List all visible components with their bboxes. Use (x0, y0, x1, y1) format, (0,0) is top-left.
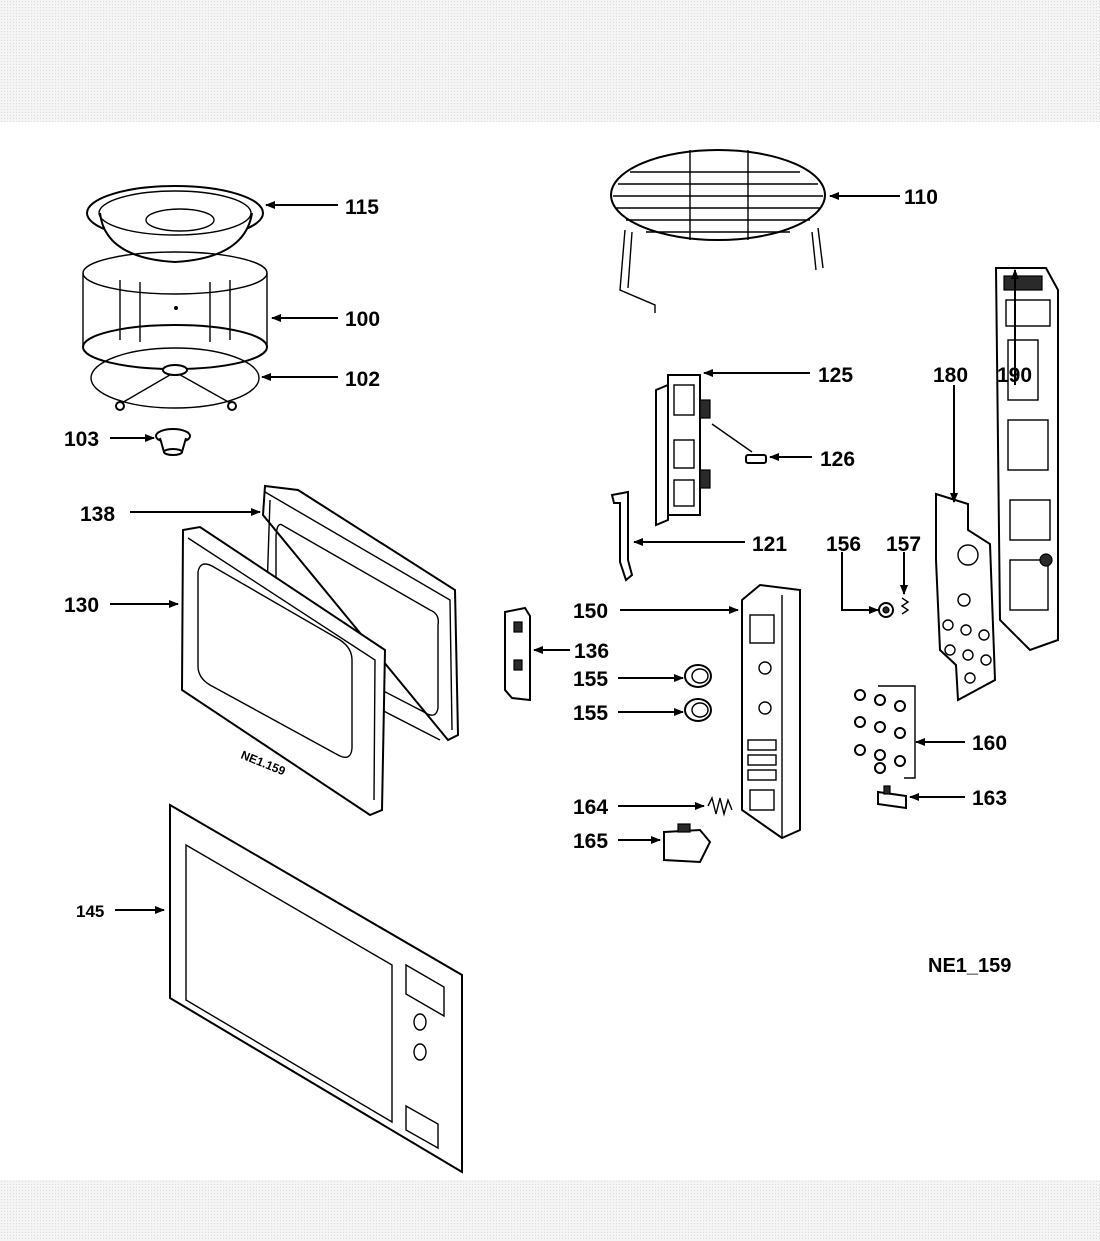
door-inner-frame-138 (261, 484, 460, 742)
callout-125: 125 (818, 364, 853, 387)
callout-156: 156 (826, 533, 861, 556)
leader-lines (110, 192, 1019, 914)
spring-164 (707, 795, 733, 817)
top-screen-band (0, 0, 1100, 122)
grill-rack-110 (610, 149, 826, 313)
knob-155-lower (684, 698, 712, 722)
fuse-126 (711, 423, 767, 464)
callout-164: 164 (573, 796, 608, 819)
callout-157: 157 (886, 533, 921, 556)
door-outer-panel-130: NE1.159 (180, 525, 387, 817)
callout-115: 115 (345, 196, 379, 219)
knob-155-upper (684, 664, 712, 688)
bottom-screen-band (0, 1180, 1100, 1241)
callout-100: 100 (345, 308, 380, 331)
callout-150: 150 (573, 600, 608, 623)
control-panel-150 (741, 583, 801, 840)
front-decor-frame-145 (169, 803, 463, 1174)
callout-138: 138 (80, 503, 115, 526)
callout-130: 130 (64, 594, 99, 617)
roller-support-102 (90, 347, 260, 411)
callout-110: 110 (904, 186, 938, 209)
control-pcb-180 (935, 492, 997, 702)
latch-lever-121 (610, 490, 634, 582)
callout-155-lower: 155 (573, 702, 608, 725)
callout-126: 126 (820, 448, 855, 471)
roller-ring-100 (82, 251, 268, 370)
push-buttons-160 (854, 685, 916, 779)
callout-labels: 115 110 100 102 103 125 180 190 126 138 … (64, 186, 1032, 977)
coupler-103 (155, 428, 191, 456)
callout-145: 145 (76, 902, 104, 921)
callout-165: 165 (573, 830, 608, 853)
callout-102: 102 (345, 368, 380, 391)
main-pcb-190 (994, 267, 1059, 652)
callout-121: 121 (752, 533, 787, 556)
switch-bracket-125 (655, 374, 711, 527)
callout-160: 160 (972, 732, 1007, 755)
callout-103: 103 (64, 428, 99, 451)
callout-180: 180 (933, 364, 968, 387)
turntable-tray-115 (86, 185, 264, 264)
callout-163: 163 (972, 787, 1007, 810)
release-button-165 (663, 823, 712, 864)
callout-136: 136 (574, 640, 609, 663)
latch-block-136 (504, 606, 531, 702)
callout-190: 190 (997, 364, 1032, 387)
actuator-163 (877, 785, 907, 810)
spring-157 (900, 597, 910, 615)
gear-156 (878, 602, 894, 618)
callout-155-upper: 155 (573, 668, 608, 691)
model-code-label: NE1_159 (928, 955, 1011, 977)
